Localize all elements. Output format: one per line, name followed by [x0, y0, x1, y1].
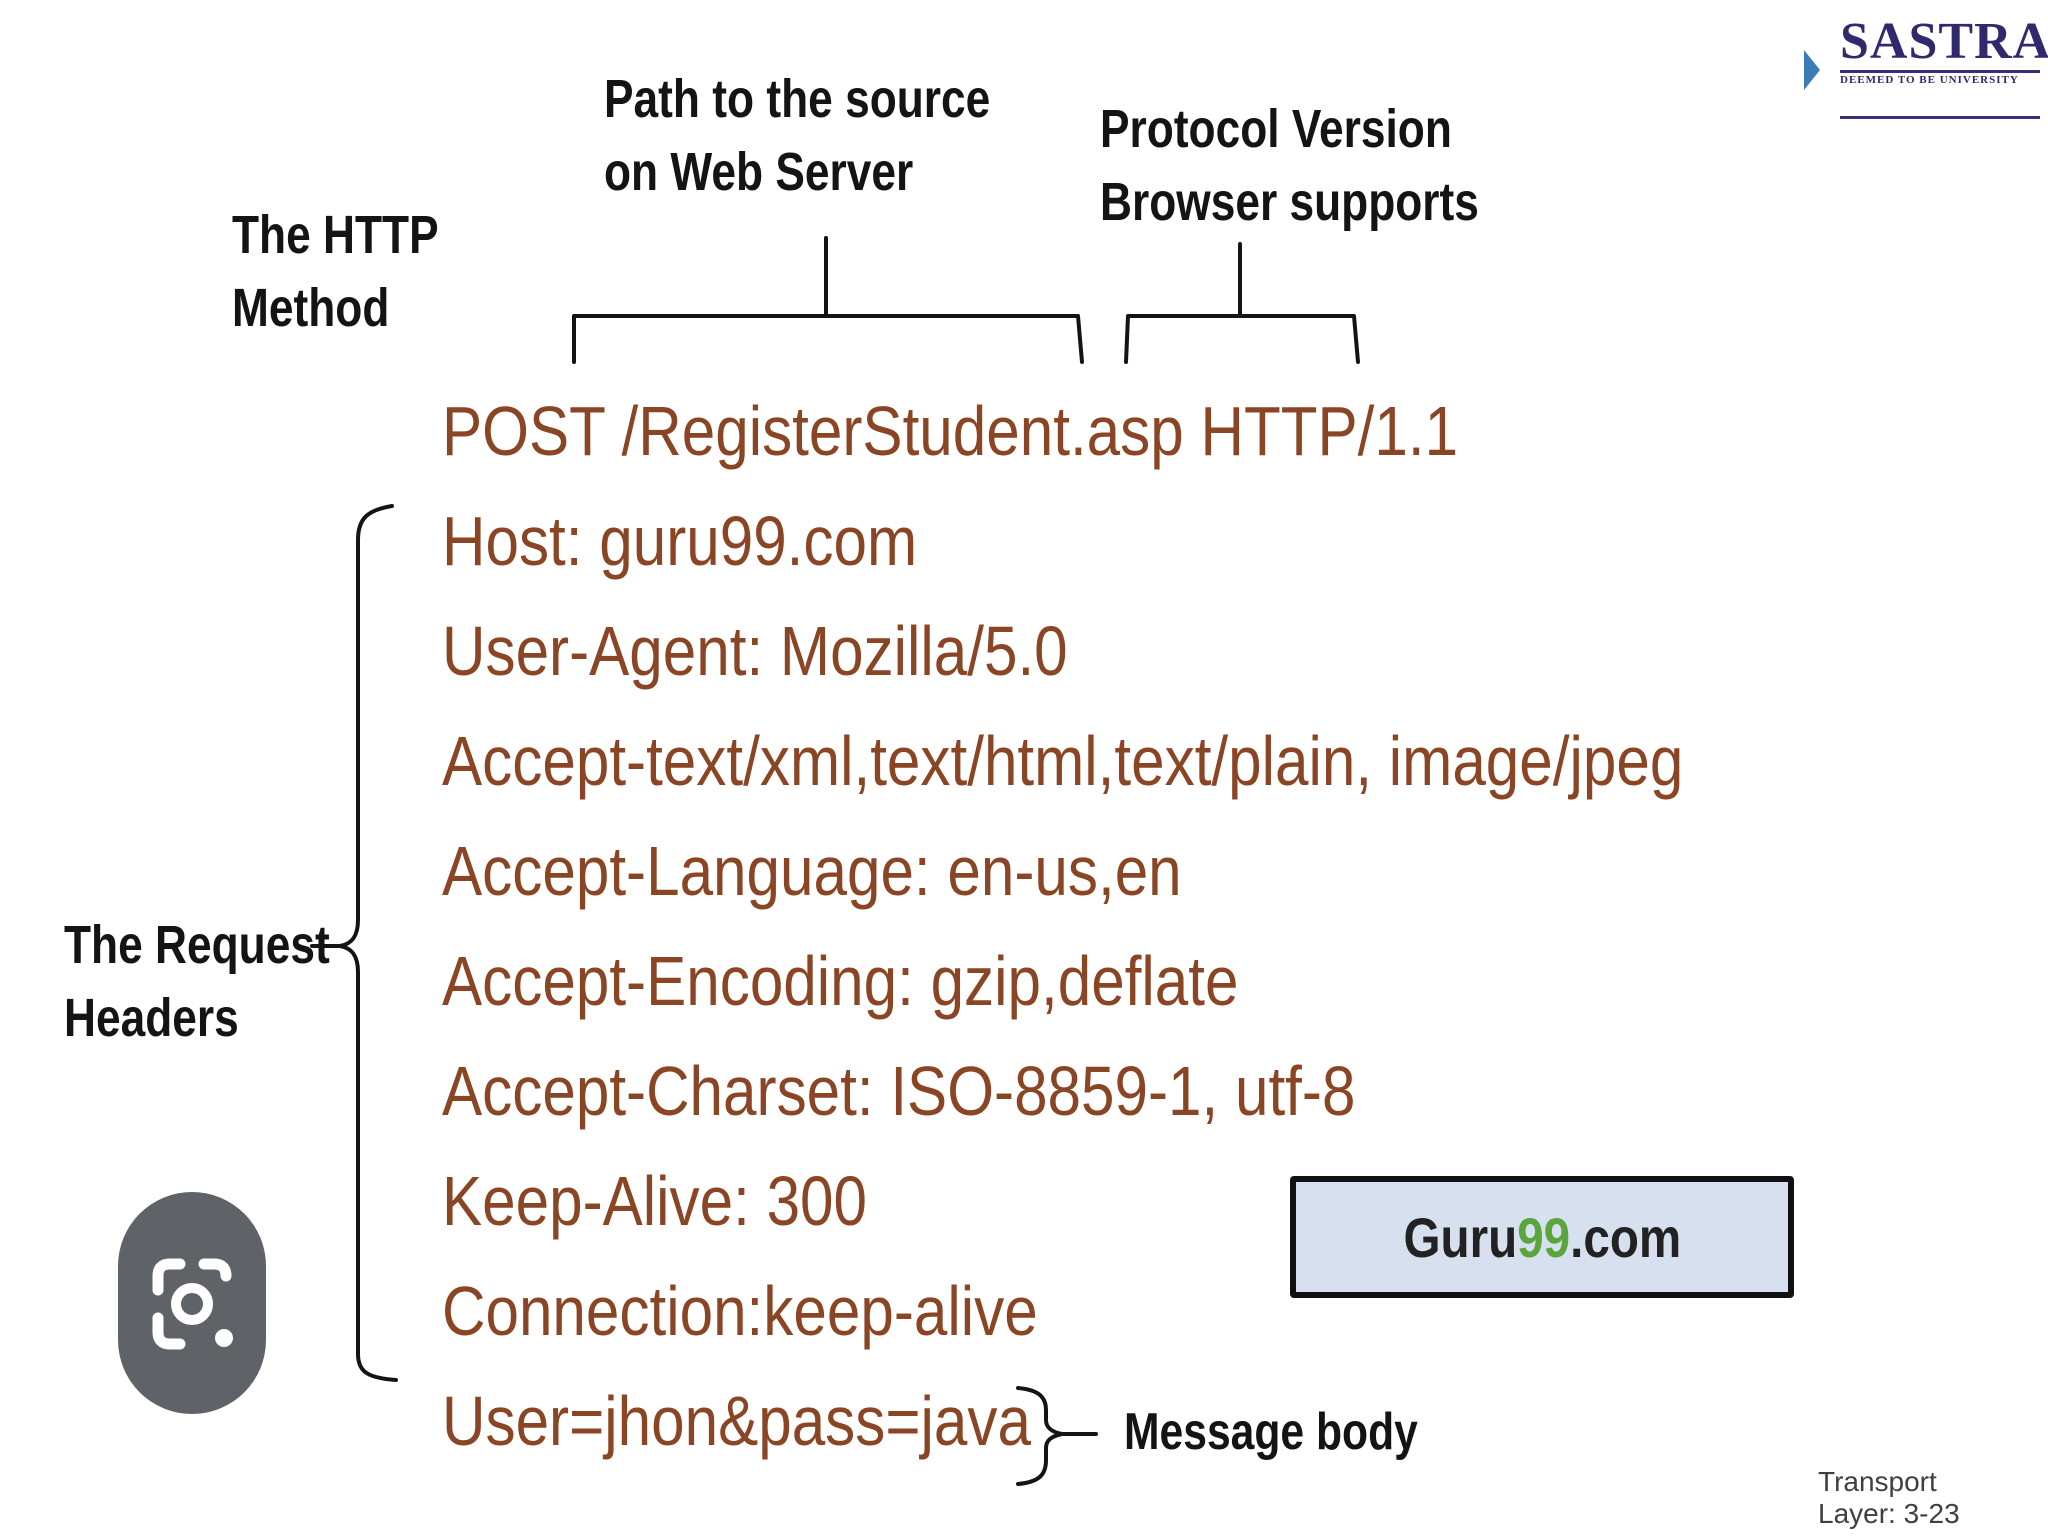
logo-rule-bottom [1840, 116, 2040, 119]
header-keep-alive: Keep-Alive: 300 [442, 1162, 868, 1240]
logo-tagline: DEEMED TO BE UNIVERSITY [1840, 74, 2019, 86]
method-label-line-2: Method [232, 278, 390, 339]
guru-brand: Guru [1403, 1205, 1517, 1269]
guru-suffix: .com [1569, 1205, 1681, 1269]
header-accept-encoding: Accept-Encoding: gzip,deflate [442, 942, 1239, 1020]
header-connection: Connection:keep-alive [442, 1272, 1038, 1350]
lens-search-button[interactable] [118, 1192, 266, 1414]
logo-mark-icon [1804, 50, 1820, 90]
protocol-bracket [1124, 242, 1360, 364]
method-label: The HTTP Method [232, 205, 439, 339]
method-label-line-1: The HTTP [232, 205, 439, 265]
path-bracket [572, 236, 1084, 364]
header-user-agent: User-Agent: Mozilla/5.0 [442, 612, 1068, 690]
slide-footer: Transport Layer: 3-23 [1818, 1466, 1960, 1530]
headers-brace [310, 504, 398, 1382]
headers-label: The Request Headers [64, 915, 330, 1049]
camera-lens-icon [152, 1258, 233, 1350]
body-brace [1016, 1386, 1098, 1486]
header-accept: Accept-text/xml,text/html,text/plain, im… [442, 722, 1684, 800]
guru-accent: 99 [1516, 1205, 1570, 1269]
logo-rule-top [1840, 70, 2040, 73]
message-body: User=jhon&pass=java [442, 1382, 1031, 1460]
path-label: Path to the source on Web Server [604, 69, 991, 203]
protocol-label: Protocol Version Browser supports [1100, 99, 1479, 233]
footer-line-1: Transport [1818, 1466, 1937, 1497]
path-label-line-2: on Web Server [604, 142, 914, 203]
protocol-label-line-1: Protocol Version [1100, 99, 1452, 159]
header-accept-charset: Accept-Charset: ISO-8859-1, utf-8 [442, 1052, 1356, 1130]
sastra-logo: SASTRA DEEMED TO BE UNIVERSITY [1800, 10, 2048, 122]
body-label: Message body [1124, 1403, 1418, 1461]
logo-name: SASTRA [1840, 13, 2048, 70]
guru99-watermark: Guru99.com [1290, 1176, 1794, 1298]
header-host: Host: guru99.com [442, 502, 918, 580]
protocol-label-line-2: Browser supports [1100, 172, 1479, 233]
request-line: POST /RegisterStudent.asp HTTP/1.1 [442, 392, 1459, 470]
path-label-line-1: Path to the source [604, 69, 991, 129]
guru99-text: Guru99.com [1403, 1205, 1681, 1270]
headers-label-line-1: The Request [64, 915, 330, 975]
footer-line-2: Layer: 3-23 [1818, 1498, 1960, 1530]
header-accept-language: Accept-Language: en-us,en [442, 832, 1182, 910]
headers-label-line-2: Headers [64, 988, 239, 1049]
